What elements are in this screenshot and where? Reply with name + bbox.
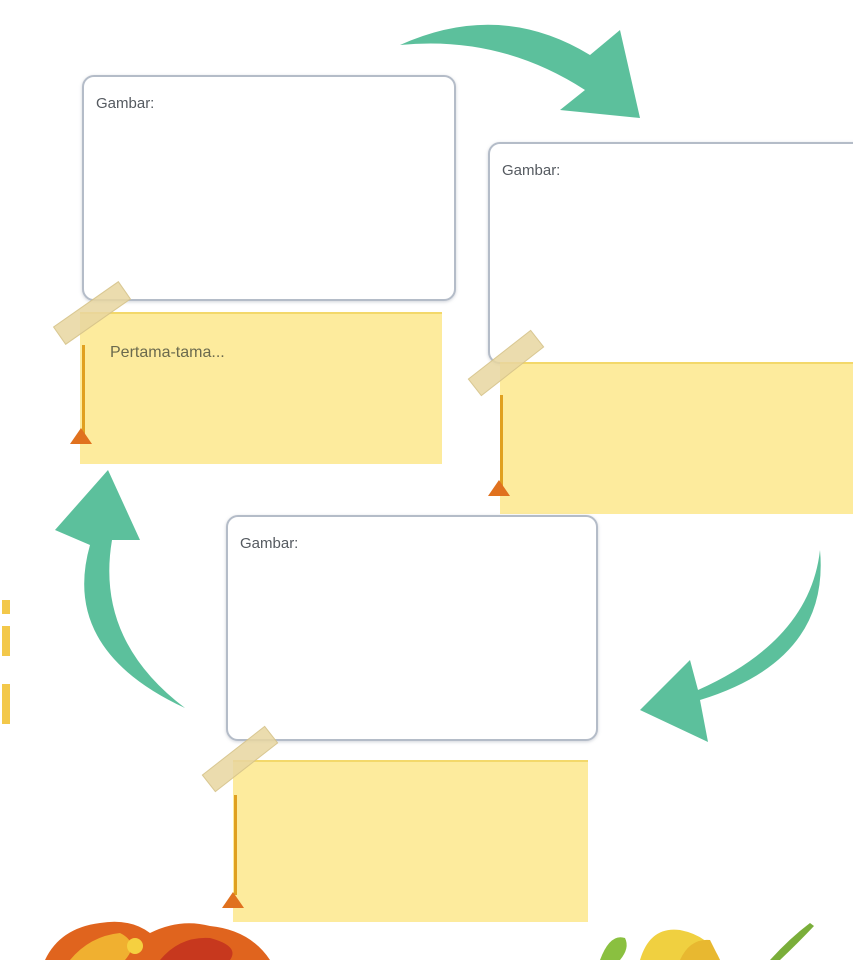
- flower-decoration-right: [600, 923, 814, 960]
- pin-stem-2: [500, 395, 503, 487]
- picture-card-label: Gambar:: [502, 162, 561, 179]
- picture-card-3: Gambar:: [226, 515, 598, 741]
- sticky-note-text: Pertama-tama...: [110, 344, 225, 361]
- pin-stem-1: [82, 345, 85, 435]
- sticky-note-2: [500, 362, 853, 514]
- pin-icon: [70, 428, 92, 444]
- sticky-note-1: Pertama-tama...: [80, 312, 442, 464]
- picture-card-1: Gambar:: [82, 75, 456, 301]
- picture-card-2: Gambar:: [488, 142, 853, 364]
- picture-card-label: Gambar:: [240, 535, 299, 552]
- flower-decoration-left: [45, 921, 270, 960]
- pin-icon: [488, 480, 510, 496]
- pin-icon: [222, 892, 244, 908]
- arrow-left-up: [55, 470, 185, 708]
- arrow-top-right: [400, 24, 640, 118]
- edge-decoration: [2, 600, 10, 724]
- picture-card-label: Gambar:: [96, 95, 155, 112]
- pin-stem-3: [234, 795, 237, 895]
- arrow-right-down: [640, 550, 821, 742]
- sticky-note-3: [233, 760, 588, 922]
